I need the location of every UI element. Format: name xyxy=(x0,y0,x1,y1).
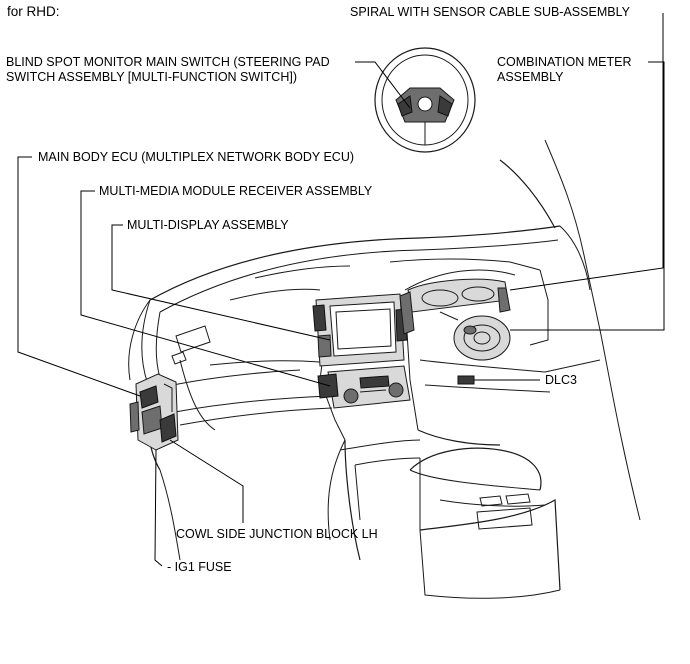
dashboard-drawing xyxy=(128,139,641,599)
label-spiral-cable: SPIRAL WITH SENSOR CABLE SUB-ASSEMBLY xyxy=(350,5,630,19)
label-cowl-side-junction-block: COWL SIDE JUNCTION BLOCK LH xyxy=(176,527,378,541)
dlc3-connector xyxy=(457,375,475,385)
label-multi-display: MULTI-DISPLAY ASSEMBLY xyxy=(127,218,289,232)
label-combination-meter-line1: COMBINATION METER xyxy=(497,55,632,69)
leader-lines xyxy=(17,13,665,567)
label-ig1-fuse: - IG1 FUSE xyxy=(167,560,232,574)
combination-meter xyxy=(399,278,511,335)
spiral-cable xyxy=(439,311,511,361)
label-main-body-ecu: MAIN BODY ECU (MULTIPLEX NETWORK BODY EC… xyxy=(38,150,355,164)
steering-wheel-inset xyxy=(374,47,476,153)
label-dlc3: DLC3 xyxy=(545,373,577,387)
center-stack xyxy=(312,293,411,409)
label-blind-spot-line1: BLIND SPOT MONITOR MAIN SWITCH (STEERING… xyxy=(6,55,330,69)
junction-block-ecu xyxy=(129,373,179,451)
page-title: for RHD: xyxy=(7,4,60,19)
label-multimedia-receiver: MULTI-MEDIA MODULE RECEIVER ASSEMBLY xyxy=(99,184,373,198)
label-blind-spot-line2: SWITCH ASSEMBLY [MULTI-FUNCTION SWITCH]) xyxy=(6,70,297,84)
label-combination-meter-line2: ASSEMBLY xyxy=(497,70,564,84)
